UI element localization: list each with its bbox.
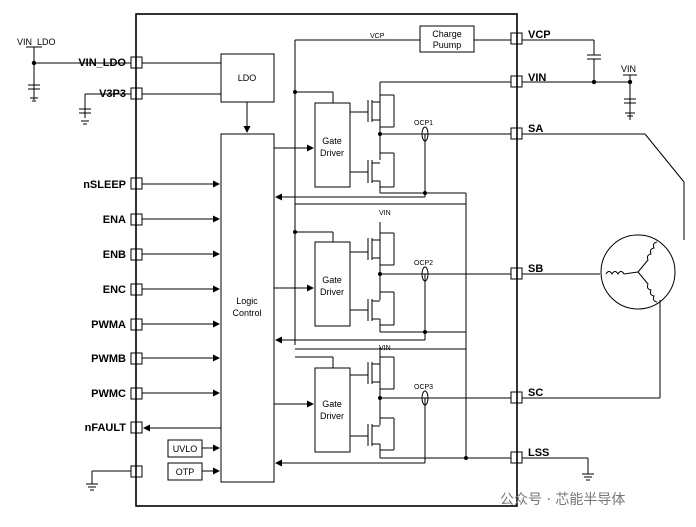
label-ena: ENA: [103, 214, 126, 226]
label-pwmb: PWMB: [91, 353, 126, 365]
label-ext-vin: VIN: [621, 64, 636, 74]
gate-driver-a-label-2: Driver: [320, 148, 344, 158]
logic-label-1: Logic: [236, 296, 258, 306]
otp-label: OTP: [176, 467, 195, 477]
gate-driver-a-label-1: Gate: [322, 136, 342, 146]
logic-label-2: Control: [232, 308, 261, 318]
gate-driver-c-label-2: Driver: [320, 411, 344, 421]
net-vin-c-label: VIN: [379, 345, 391, 352]
pin-nfault: [130, 421, 143, 434]
net-ocp1-label: OCP1: [414, 120, 433, 127]
ldo-label: LDO: [238, 73, 257, 83]
ocp1-sensor: [421, 126, 429, 142]
label-enb: ENB: [103, 249, 126, 261]
label-enc: ENC: [103, 284, 126, 296]
motor: [600, 234, 676, 310]
net-vin-b-label: VIN: [379, 210, 391, 217]
label-lss: LSS: [528, 447, 549, 459]
label-nfault: nFAULT: [85, 422, 127, 434]
net-ocp2-label: OCP2: [414, 260, 433, 267]
label-nsleep: nSLEEP: [83, 179, 126, 191]
logic-control-block: [220, 133, 275, 483]
charge-pump-label-2: Puump: [433, 40, 462, 50]
label-v3p3: V3P3: [99, 88, 126, 100]
ocp3-sensor: [421, 390, 429, 406]
uvlo-label: UVLO: [173, 444, 198, 454]
chip-outline: [135, 13, 518, 507]
label-ext-vin-ldo: VIN_LDO: [17, 37, 56, 47]
gate-driver-c: [314, 367, 351, 453]
charge-pump-block: [419, 25, 475, 53]
label-sb: SB: [528, 263, 543, 275]
pin-vcp: [510, 32, 523, 45]
ocp2-sensor: [421, 266, 429, 282]
label-pwmc: PWMC: [91, 388, 126, 400]
label-sa: SA: [528, 123, 543, 135]
label-sc: SC: [528, 387, 543, 399]
label-vin-ldo: VIN_LDO: [78, 57, 126, 69]
gate-driver-b-label-2: Driver: [320, 287, 344, 297]
label-vcp: VCP: [528, 29, 551, 41]
gate-driver-c-label-1: Gate: [322, 399, 342, 409]
watermark: 公众号 · 芯能半导体: [500, 492, 625, 508]
gate-driver-b-label-1: Gate: [322, 275, 342, 285]
net-ocp3-label: OCP3: [414, 384, 433, 391]
label-vin: VIN: [528, 72, 546, 84]
net-vcp-label: VCP: [370, 33, 385, 40]
label-pwma: PWMA: [91, 319, 126, 331]
charge-pump-label-1: Charge: [432, 29, 462, 39]
